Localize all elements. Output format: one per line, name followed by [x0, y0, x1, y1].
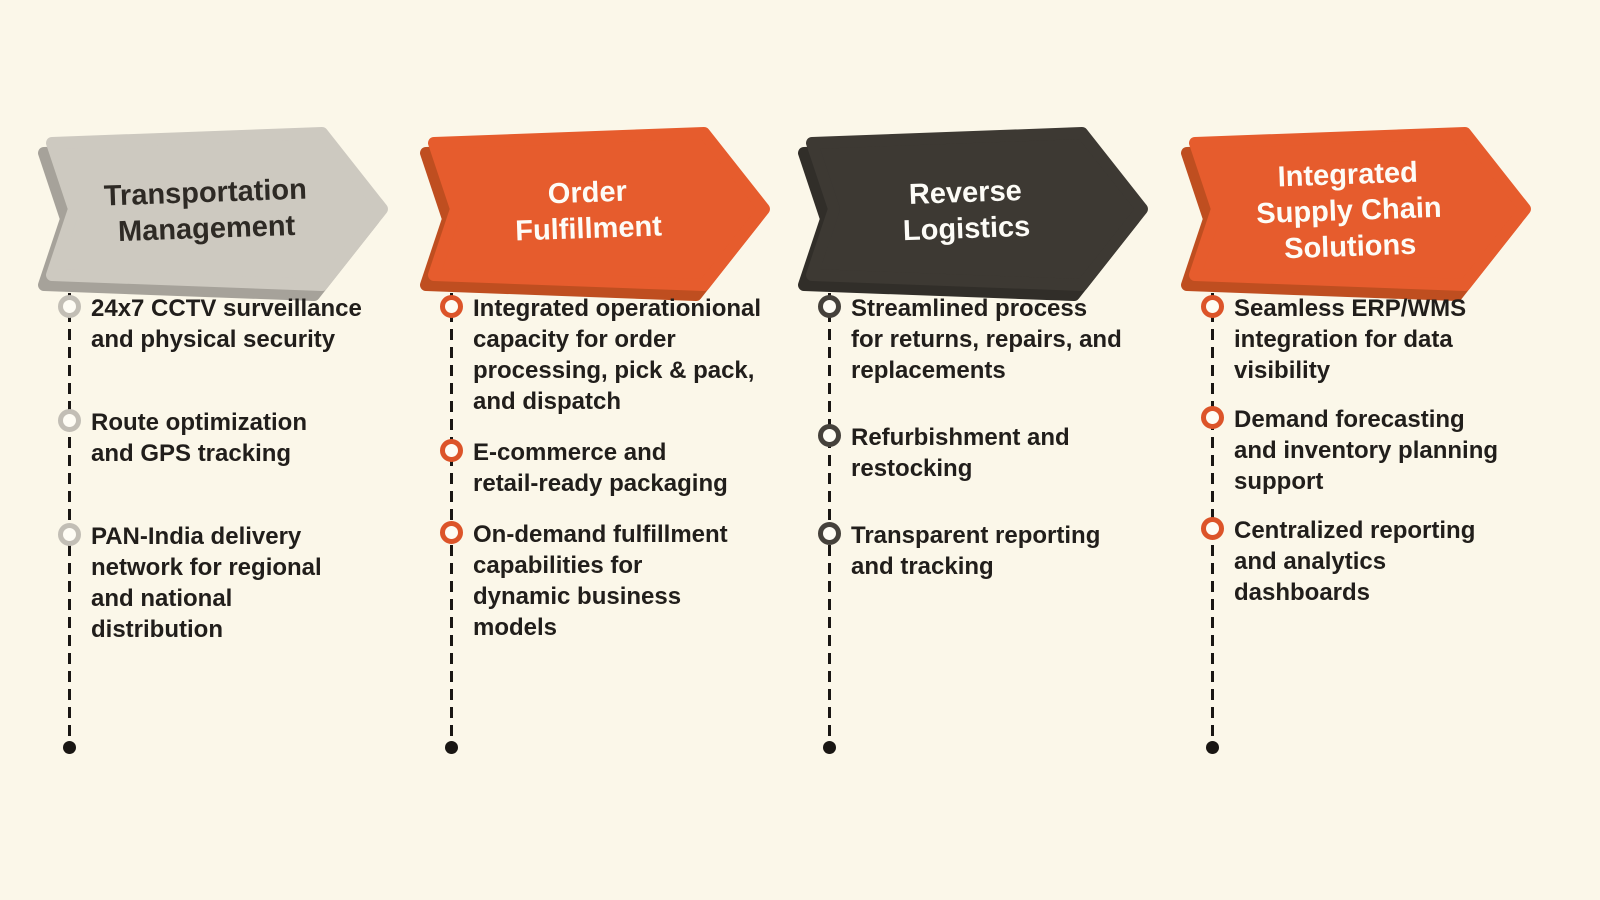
list-item-text: 24x7 CCTV surveillance and physical secu… — [91, 295, 362, 353]
timeline: 24x7 CCTV surveillance and physical secu… — [40, 293, 450, 773]
list-item: Refurbishment and restocking — [800, 422, 1210, 484]
arrow-banner-shape — [420, 127, 770, 301]
bullet-circle-icon — [440, 521, 463, 544]
timeline-end-dot — [63, 741, 76, 754]
timeline-end-dot — [1206, 741, 1219, 754]
list-item: Route optimization and GPS tracking — [40, 407, 450, 469]
arrow-banner-shape — [38, 127, 388, 301]
bullet-circle-icon — [58, 409, 81, 432]
arrow-banner-shape — [1181, 127, 1531, 301]
bullet-circle-icon — [1201, 295, 1224, 318]
list-item-text: PAN-India delivery network for regional … — [91, 523, 322, 643]
arrow-banner-shape — [798, 127, 1148, 301]
list-item: E-commerce and retail-ready packaging — [422, 437, 832, 499]
list-item-text: On-demand fulfillment capabilities for d… — [473, 521, 728, 641]
timeline: Integrated operationional capacity for o… — [422, 293, 832, 773]
bullet-circle-icon — [818, 424, 841, 447]
list-item-text: Transparent reporting and tracking — [851, 522, 1101, 580]
bullet-circle-icon — [440, 295, 463, 318]
column-header: Integrated Supply Chain Solutions — [1255, 156, 1443, 266]
bullet-circle-icon — [1201, 517, 1224, 540]
list-item: 24x7 CCTV surveillance and physical secu… — [40, 293, 450, 355]
bullet-circle-icon — [818, 295, 841, 318]
list-item-text: Streamlined process for returns, repairs… — [851, 295, 1122, 384]
bullet-circle-icon — [1201, 406, 1224, 429]
list-item: Streamlined process for returns, repairs… — [800, 293, 1210, 386]
arrow-banner: Integrated Supply Chain Solutions — [1181, 125, 1535, 307]
list-item: Transparent reporting and tracking — [800, 520, 1210, 582]
list-item: Integrated operationional capacity for o… — [422, 293, 832, 417]
list-item: Demand forecasting and inventory plannin… — [1183, 404, 1593, 497]
arrow-shape — [428, 127, 770, 291]
bullet-circle-icon — [58, 295, 81, 318]
column-header: Transportation Management — [103, 173, 308, 249]
arrow-banner: Reverse Logistics — [798, 125, 1152, 307]
list-item-text: Demand forecasting and inventory plannin… — [1234, 406, 1499, 495]
bullet-circle-icon — [440, 439, 463, 462]
arrow-shape — [1189, 127, 1531, 291]
timeline: Seamless ERP/WMS integration for data vi… — [1183, 293, 1593, 773]
arrow-shape — [806, 127, 1148, 291]
arrow-shape — [46, 127, 388, 291]
list-item-text: Integrated operationional capacity for o… — [473, 295, 762, 415]
column-header: Order Fulfillment — [514, 175, 663, 248]
list-item: Seamless ERP/WMS integration for data vi… — [1183, 293, 1593, 386]
column-transportation-management: Transportation Management 24x7 CCTV surv… — [38, 125, 450, 773]
list-item-text: E-commerce and retail-ready packaging — [473, 439, 728, 497]
list-item: PAN-India delivery network for regional … — [40, 521, 450, 645]
timeline-dashed-line — [68, 293, 71, 748]
column-integrated-supply-chain-solutions: Integrated Supply Chain Solutions Seamle… — [1181, 125, 1593, 773]
arrow-banner: Order Fulfillment — [420, 125, 774, 307]
list-item: On-demand fulfillment capabilities for d… — [422, 519, 832, 643]
list-item-text: Route optimization and GPS tracking — [91, 409, 307, 467]
timeline-end-dot — [823, 741, 836, 754]
bullet-circle-icon — [818, 522, 841, 545]
list-item-text: Refurbishment and restocking — [851, 424, 1070, 482]
list-item-text: Seamless ERP/WMS integration for data vi… — [1234, 295, 1467, 384]
list-item-text: Centralized reporting and analytics dash… — [1234, 517, 1476, 606]
timeline-end-dot — [445, 741, 458, 754]
column-header: Reverse Logistics — [902, 175, 1031, 248]
list-item: Centralized reporting and analytics dash… — [1183, 515, 1593, 608]
timeline-dashed-line — [828, 293, 831, 748]
timeline: Streamlined process for returns, repairs… — [800, 293, 1210, 773]
timeline-dashed-line — [450, 293, 453, 748]
column-reverse-logistics: Reverse Logistics Streamlined process fo… — [798, 125, 1210, 773]
bullet-circle-icon — [58, 523, 81, 546]
arrow-banner: Transportation Management — [38, 125, 392, 307]
column-order-fulfillment: Order Fulfillment Integrated operationio… — [420, 125, 832, 773]
